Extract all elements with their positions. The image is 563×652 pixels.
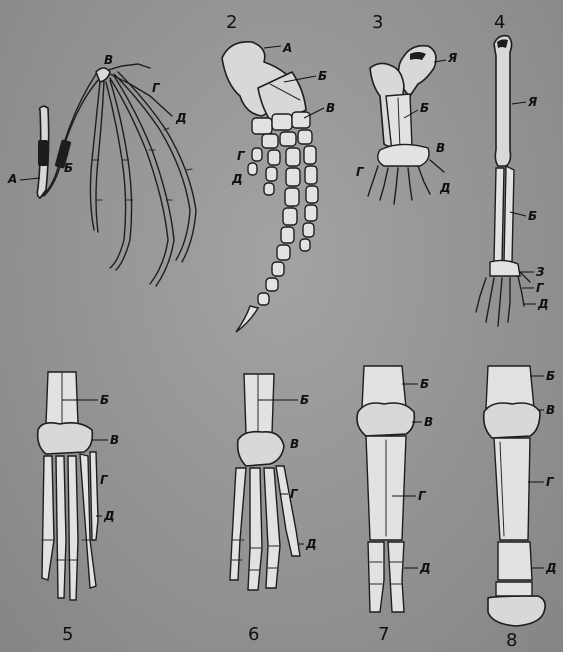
fig1-label-b: Б bbox=[64, 161, 73, 175]
fig7-label-v: В bbox=[424, 415, 433, 429]
fig4-label-a: Я bbox=[527, 95, 537, 109]
fig6-label-v: В bbox=[290, 437, 299, 451]
fig2-carpals bbox=[252, 112, 312, 148]
fig5-label-b: Б bbox=[100, 393, 109, 407]
fig4-label-g: Г bbox=[536, 281, 545, 295]
fig2-label-d: Д bbox=[231, 172, 243, 186]
fig2-label-g: Г bbox=[237, 149, 246, 163]
figure-7-foot: Б В Г Д 7 bbox=[357, 366, 433, 645]
fig3-label-a: Я bbox=[447, 51, 457, 65]
figure-3-mole-limb: 3 Я Б В Г Д bbox=[356, 12, 457, 204]
fig1-finger-3 bbox=[110, 78, 168, 284]
figure-2-flipper: 2 bbox=[222, 12, 335, 332]
fig2-digit-2 bbox=[300, 146, 318, 251]
fig4-humerus bbox=[494, 36, 512, 166]
fig2-label-v: В bbox=[326, 101, 335, 115]
fig7-tarsus bbox=[357, 403, 414, 436]
fig7-leg bbox=[362, 366, 406, 408]
fig8-label-g: Г bbox=[546, 475, 555, 489]
fig7-number: 7 bbox=[378, 624, 389, 645]
fig6-label-b: Б bbox=[300, 393, 309, 407]
fig1-label-d: Д bbox=[175, 111, 187, 125]
fig8-hoof-digit bbox=[488, 542, 545, 626]
fig1-label-v: В bbox=[104, 53, 113, 67]
fig1-radius bbox=[44, 78, 100, 196]
fig7-label-g: Г bbox=[418, 489, 427, 503]
figure-8-foot: Б В Г Д 8 bbox=[484, 366, 557, 651]
fig7-toes bbox=[368, 542, 404, 612]
fig8-label-v: В bbox=[546, 403, 555, 417]
fig3-hand bbox=[368, 144, 444, 204]
fig6-label-d: Д bbox=[305, 537, 317, 551]
fig5-label-v: В bbox=[110, 433, 119, 447]
fig8-tarsus bbox=[484, 403, 540, 438]
fig4-label-z: З bbox=[536, 265, 545, 279]
fig4-label-d: Д bbox=[537, 297, 549, 311]
fig6-number: 6 bbox=[248, 624, 259, 645]
fig6-leg bbox=[244, 374, 274, 434]
fig2-digit-short bbox=[248, 148, 280, 195]
fig1-band-a bbox=[38, 140, 48, 166]
fig2-number: 2 bbox=[226, 12, 237, 33]
figure-5-foot: Б В Г Д 5 bbox=[38, 372, 119, 645]
fig6-tarsus bbox=[238, 432, 284, 466]
fig8-label-d: Д bbox=[545, 561, 557, 575]
fig1-finger-2 bbox=[106, 82, 126, 268]
fig1-label-a: А bbox=[7, 172, 17, 186]
fig6-label-g: Г bbox=[290, 487, 299, 501]
fig7-label-d: Д bbox=[419, 561, 431, 575]
fig4-number: 4 bbox=[494, 12, 505, 33]
fig8-number: 8 bbox=[506, 630, 517, 651]
fig4-radius bbox=[494, 168, 504, 262]
fig3-label-b: Б bbox=[420, 101, 429, 115]
fig3-label-g: Г bbox=[356, 165, 365, 179]
fig4-label-b: Б bbox=[528, 209, 537, 223]
fig4-hand bbox=[476, 260, 530, 326]
fig5-label-g: Г bbox=[100, 473, 109, 487]
fig5-number: 5 bbox=[62, 624, 73, 645]
fig5-tarsus bbox=[38, 423, 93, 454]
fig7-label-b: Б bbox=[420, 377, 429, 391]
fig8-label-b: Б bbox=[546, 369, 555, 383]
fig8-leg bbox=[486, 366, 534, 408]
fig8-cannon bbox=[494, 438, 530, 540]
fig2-label-b: Б bbox=[318, 69, 327, 83]
fig5-label-d: Д bbox=[103, 509, 115, 523]
figure-4-arm: 4 Я Б З Г Д bbox=[476, 12, 549, 326]
fig3-label-d: Д bbox=[439, 181, 451, 195]
fig3-number: 3 bbox=[372, 12, 383, 33]
fig2-label-a: А bbox=[282, 41, 292, 55]
fig6-digits bbox=[230, 466, 300, 590]
fig3-label-v: В bbox=[436, 141, 445, 155]
figure-6-foot: Б В Г Д 6 bbox=[230, 374, 317, 645]
fig4-ulna bbox=[504, 166, 514, 262]
fig5-digits bbox=[42, 452, 98, 600]
fig1-label-g: Г bbox=[152, 81, 161, 95]
figure-1-bat-wing: В Г Д Б А bbox=[7, 53, 196, 286]
fig1-thumb bbox=[108, 64, 150, 70]
